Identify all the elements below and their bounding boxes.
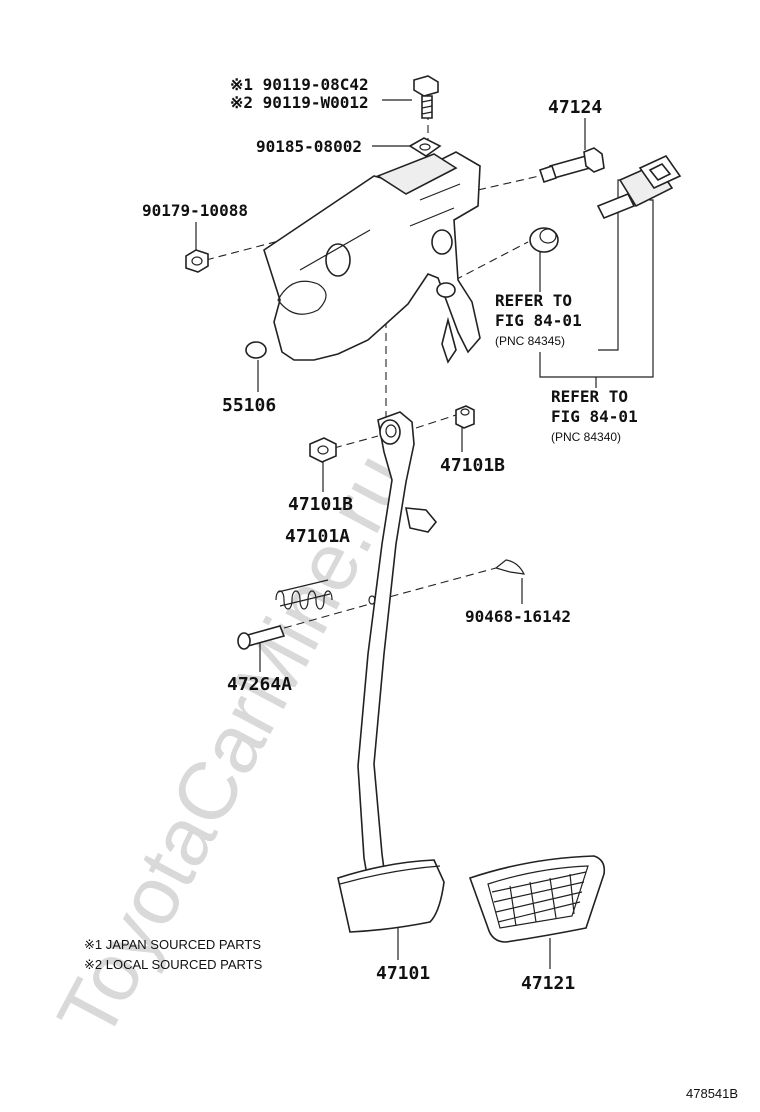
nut-90179-icon[interactable]	[185, 249, 209, 273]
refer-84345-line3: (PNC 84345)	[495, 334, 565, 348]
label-bolt-japan[interactable]: ※1 90119-08C42	[230, 75, 369, 94]
bushing-left-icon[interactable]	[309, 437, 337, 463]
label-spring[interactable]: 47101A	[285, 526, 350, 547]
pedal-plate-icon[interactable]	[337, 859, 445, 933]
leader-lines	[195, 99, 654, 969]
bracket-55106-icon[interactable]	[245, 151, 481, 364]
stop-lamp-switch-icon[interactable]	[596, 154, 682, 220]
refer-block-84340[interactable]: REFER TO FIG 84-01 (PNC 84340)	[551, 387, 638, 444]
label-bracket[interactable]: 55106	[222, 395, 276, 416]
label-pin[interactable]: 47264A	[227, 674, 292, 695]
label-pedal[interactable]: 47101	[376, 963, 430, 984]
label-bush-left[interactable]: 47101B	[288, 494, 353, 515]
label-clip[interactable]: 90185-08002	[256, 137, 362, 156]
refer-84345-line2: FIG 84-01	[495, 311, 582, 330]
pedal-pad-icon[interactable]	[468, 855, 606, 943]
label-cotter[interactable]: 90468-16142	[465, 607, 571, 626]
refer-block-84345[interactable]: REFER TO FIG 84-01 (PNC 84345)	[495, 291, 582, 348]
cotter-pin-icon[interactable]	[494, 559, 526, 575]
refer-84340-line1: REFER TO	[551, 387, 628, 406]
note-japan: ※1 JAPAN SOURCED PARTS	[84, 937, 261, 952]
label-bolt-47124[interactable]: 47124	[548, 97, 602, 118]
refer-84340-line3: (PNC 84340)	[551, 430, 621, 444]
bushing-right-icon[interactable]	[455, 405, 475, 429]
bolt-47124-icon[interactable]	[538, 147, 605, 184]
bolt-90119-icon[interactable]	[413, 75, 439, 119]
label-bush-right[interactable]: 47101B	[440, 455, 505, 476]
clip-90185-icon[interactable]	[408, 137, 442, 157]
label-nut[interactable]: 90179-10088	[142, 201, 248, 220]
assembly-lines	[205, 112, 549, 629]
pin-47264a-icon[interactable]	[237, 625, 286, 650]
cushion-icon[interactable]	[529, 227, 559, 253]
figure-id: 478541B	[686, 1086, 738, 1101]
refer-84345-line1: REFER TO	[495, 291, 572, 310]
label-bolt-local[interactable]: ※2 90119-W0012	[230, 93, 369, 112]
label-pad[interactable]: 47121	[521, 973, 575, 994]
note-local: ※2 LOCAL SOURCED PARTS	[84, 957, 263, 972]
spring-47101a-icon[interactable]	[275, 579, 333, 610]
refer-84340-line2: FIG 84-01	[551, 407, 638, 426]
